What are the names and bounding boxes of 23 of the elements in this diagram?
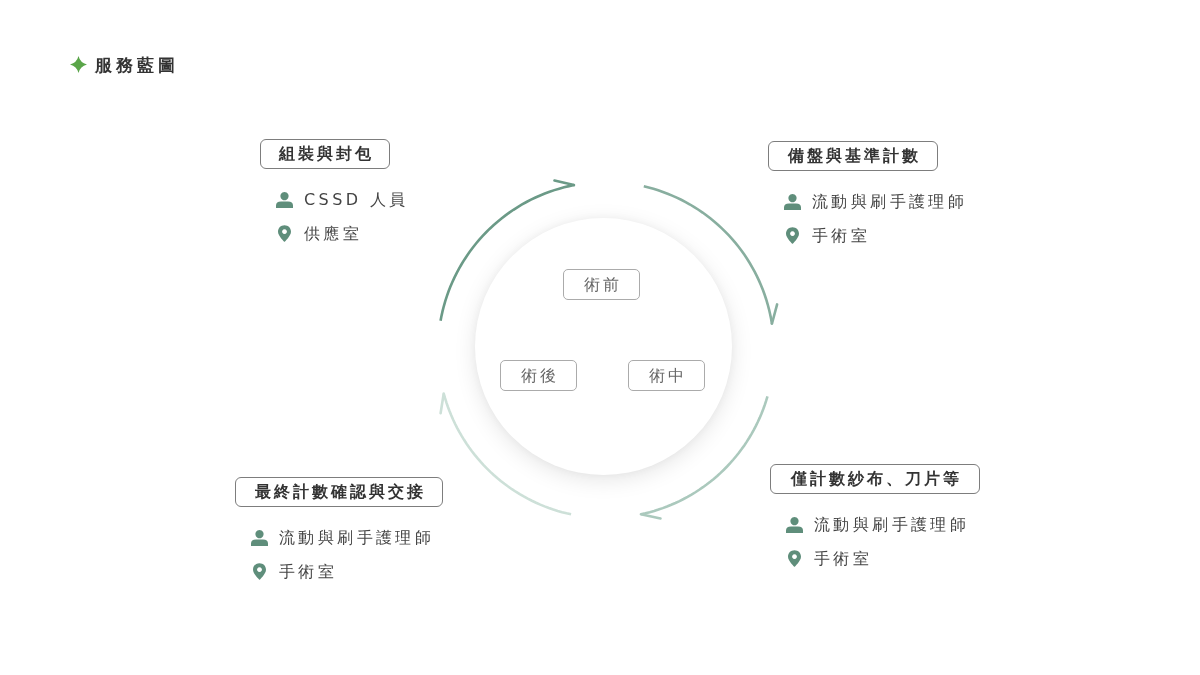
location-label: 手術室 bbox=[279, 562, 338, 582]
phase-label: 術後 bbox=[520, 365, 559, 386]
step-box bbox=[235, 477, 443, 507]
step-title: 組裝與封包 bbox=[277, 144, 374, 164]
phase-label: 術前 bbox=[583, 274, 622, 295]
location-label: 手術室 bbox=[812, 226, 871, 246]
step-box bbox=[260, 139, 390, 169]
phase-box bbox=[500, 360, 577, 391]
step-title: 最終計數確認與交接 bbox=[254, 482, 426, 502]
diagram-title: 服務藍圖 bbox=[95, 54, 179, 77]
step-title: 僅計數紗布、刀片等 bbox=[789, 469, 962, 489]
phase-label: 術中 bbox=[648, 365, 687, 386]
step-box bbox=[768, 141, 938, 171]
role-label: CSSD 人員 bbox=[304, 190, 409, 210]
step-box bbox=[770, 464, 980, 494]
role-label: 流動與刷手護理師 bbox=[814, 515, 970, 535]
role-label: 流動與刷手護理師 bbox=[812, 192, 968, 212]
location-label: 手術室 bbox=[814, 549, 873, 569]
location-label: 供應室 bbox=[304, 224, 363, 244]
phase-box bbox=[563, 269, 640, 300]
role-label: 流動與刷手護理師 bbox=[279, 528, 435, 548]
phase-box bbox=[628, 360, 705, 391]
step-title: 備盤與基準計數 bbox=[786, 146, 921, 166]
